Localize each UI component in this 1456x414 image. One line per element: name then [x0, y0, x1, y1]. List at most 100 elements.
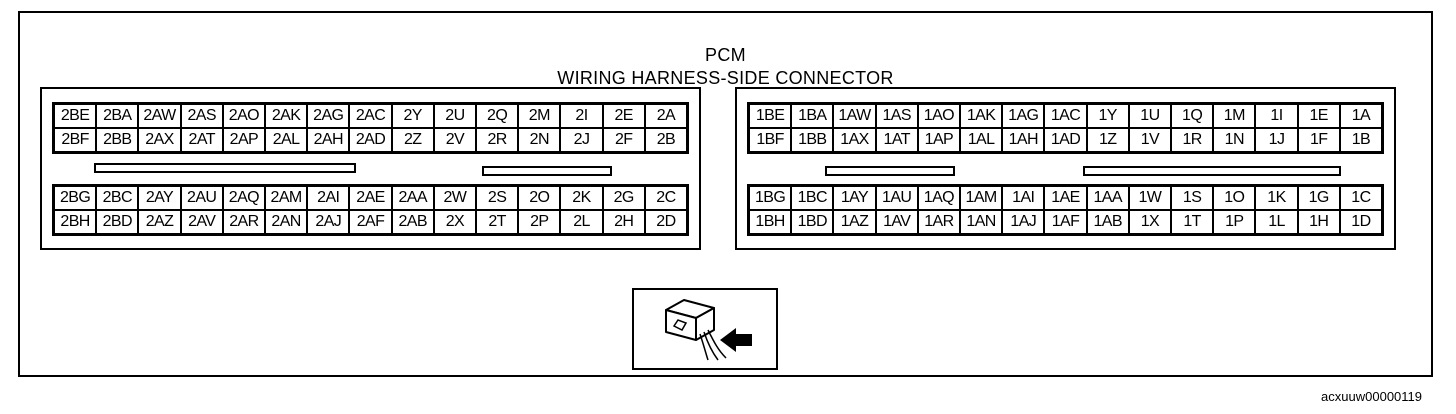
pin-1y: 1Y [1086, 104, 1129, 128]
pin-2bc: 2BC [96, 186, 139, 210]
pin-1ba: 1BA [791, 104, 834, 128]
pin-2aw: 2AW [138, 104, 181, 128]
pin-1e: 1E [1297, 104, 1340, 128]
pin-1as: 1AS [875, 104, 918, 128]
connector-2-key-left [94, 163, 356, 173]
pin-2ai: 2AI [307, 186, 350, 210]
pin-2af: 2AF [349, 210, 392, 234]
pin-1g: 1G [1297, 186, 1340, 210]
figure-caption: acxuuw00000119 [1321, 389, 1422, 404]
pin-1x: 1X [1128, 210, 1171, 234]
pin-1b: 1B [1339, 128, 1382, 152]
pin-2g: 2G [602, 186, 645, 210]
pin-1af: 1AF [1044, 210, 1087, 234]
pin-2w: 2W [433, 186, 476, 210]
pin-2i: 2I [560, 104, 603, 128]
pin-2d: 2D [644, 210, 687, 234]
pin-1az: 1AZ [833, 210, 876, 234]
pin-2au: 2AU [180, 186, 223, 210]
pin-2m: 2M [518, 104, 561, 128]
pin-1h: 1H [1297, 210, 1340, 234]
pin-2ap: 2AP [222, 128, 265, 152]
pin-2s: 2S [476, 186, 519, 210]
pin-1k: 1K [1255, 186, 1298, 210]
pin-2l: 2L [560, 210, 603, 234]
pin-1n: 1N [1213, 128, 1256, 152]
pin-1r: 1R [1171, 128, 1214, 152]
pin-1av: 1AV [875, 210, 918, 234]
connector-2-key-right [482, 166, 612, 176]
pin-2k: 2K [560, 186, 603, 210]
pin-1bh: 1BH [749, 210, 792, 234]
pin-2bb: 2BB [96, 128, 139, 152]
pin-1an: 1AN [960, 210, 1003, 234]
pin-2bf: 2BF [54, 128, 97, 152]
pin-1l: 1L [1255, 210, 1298, 234]
pin-1am: 1AM [960, 186, 1003, 210]
pin-1al: 1AL [960, 128, 1003, 152]
pin-1s: 1S [1171, 186, 1214, 210]
pin-1au: 1AU [875, 186, 918, 210]
pin-2b: 2B [644, 128, 687, 152]
pin-1m: 1M [1213, 104, 1256, 128]
pin-2o: 2O [518, 186, 561, 210]
pin-1be: 1BE [749, 104, 792, 128]
title-pcm: PCM [705, 45, 746, 65]
pin-2z: 2Z [391, 128, 434, 152]
pin-2aq: 2AQ [222, 186, 265, 210]
pin-1aj: 1AJ [1002, 210, 1045, 234]
pin-1ak: 1AK [960, 104, 1003, 128]
pin-1w: 1W [1128, 186, 1171, 210]
pin-1bf: 1BF [749, 128, 792, 152]
pin-2ae: 2AE [349, 186, 392, 210]
pin-2c: 2C [644, 186, 687, 210]
pin-1aw: 1AW [833, 104, 876, 128]
pin-1aa: 1AA [1086, 186, 1129, 210]
pin-2at: 2AT [180, 128, 223, 152]
pin-2ak: 2AK [265, 104, 308, 128]
pin-1ae: 1AE [1044, 186, 1087, 210]
pin-1i: 1I [1255, 104, 1298, 128]
pin-2r: 2R [476, 128, 519, 152]
connector-view-icon-box [632, 288, 778, 370]
pin-1f: 1F [1297, 128, 1340, 152]
pin-2an: 2AN [265, 210, 308, 234]
pin-2al: 2AL [265, 128, 308, 152]
pin-2ao: 2AO [222, 104, 265, 128]
pin-1j: 1J [1255, 128, 1298, 152]
pin-1t: 1T [1171, 210, 1214, 234]
pin-1o: 1O [1213, 186, 1256, 210]
pin-1bb: 1BB [791, 128, 834, 152]
pin-1bg: 1BG [749, 186, 792, 210]
pin-2av: 2AV [180, 210, 223, 234]
pin-2y: 2Y [391, 104, 434, 128]
pin-2u: 2U [433, 104, 476, 128]
pin-2n: 2N [518, 128, 561, 152]
pin-1ar: 1AR [917, 210, 960, 234]
pin-1ap: 1AP [917, 128, 960, 152]
pin-2aj: 2AJ [307, 210, 350, 234]
pin-2as: 2AS [180, 104, 223, 128]
pin-2h: 2H [602, 210, 645, 234]
pin-2q: 2Q [476, 104, 519, 128]
pin-1at: 1AT [875, 128, 918, 152]
pin-2bg: 2BG [54, 186, 97, 210]
connector-1-key-left [825, 166, 955, 176]
pin-2j: 2J [560, 128, 603, 152]
pin-1z: 1Z [1086, 128, 1129, 152]
pin-1bc: 1BC [791, 186, 834, 210]
pin-2ah: 2AH [307, 128, 350, 152]
connector-harness-side-view-icon [665, 299, 752, 361]
pin-2a: 2A [644, 104, 687, 128]
pin-1p: 1P [1213, 210, 1256, 234]
pin-2f: 2F [602, 128, 645, 152]
pin-1u: 1U [1128, 104, 1171, 128]
pin-1c: 1C [1339, 186, 1382, 210]
pin-2ar: 2AR [222, 210, 265, 234]
pin-1d: 1D [1339, 210, 1382, 234]
pin-2ay: 2AY [138, 186, 181, 210]
